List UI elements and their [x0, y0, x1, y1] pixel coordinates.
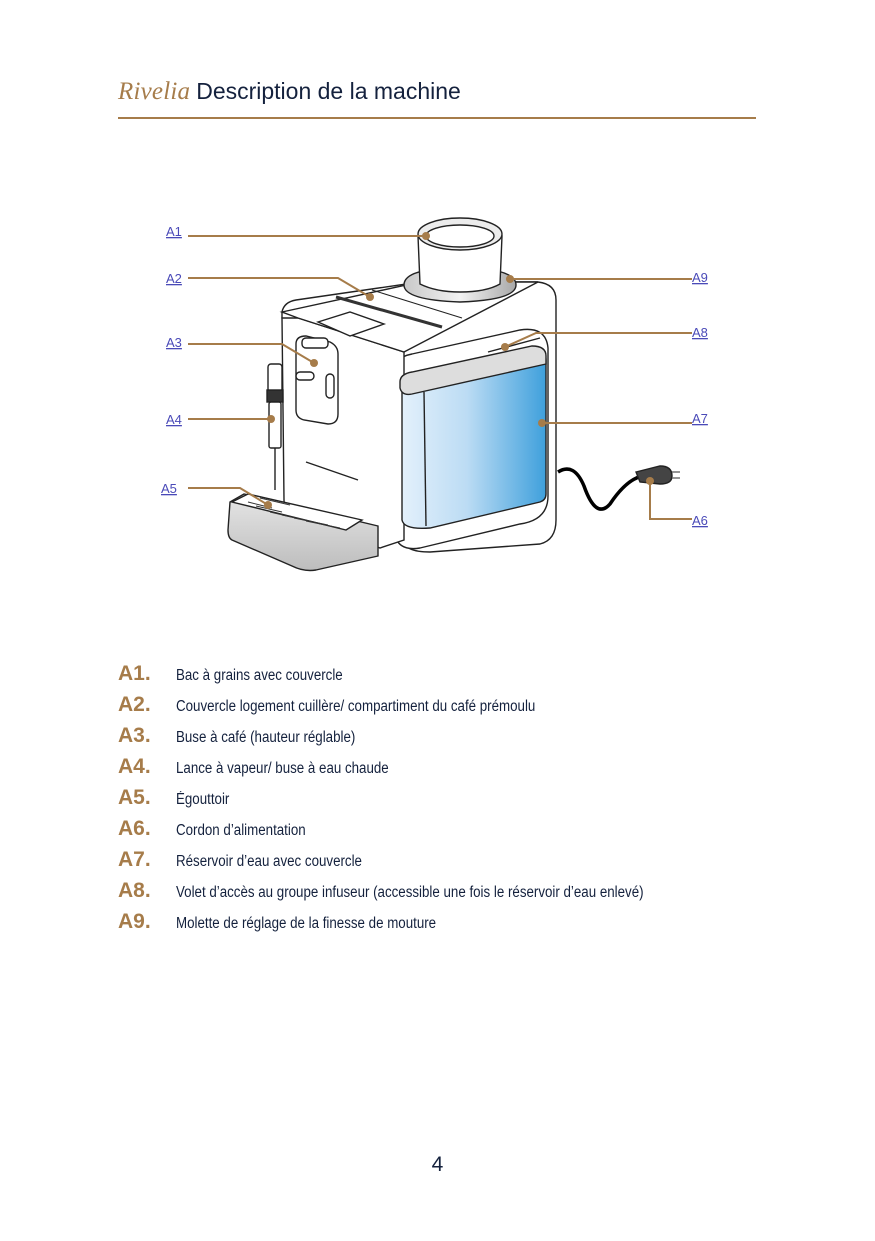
callout-a8[interactable]: A8 [692, 325, 708, 340]
legend-text: Lance à vapeur/ buse à eau chaude [176, 760, 389, 777]
leader-a2 [188, 277, 371, 298]
legend-item: A6. Cordon d’alimentation [118, 817, 758, 848]
callout-a9[interactable]: A9 [692, 270, 708, 285]
callout-a4[interactable]: A4 [166, 412, 182, 427]
legend-item: A3. Buse à café (hauteur réglable) [118, 724, 758, 755]
legend-code: A8. [118, 879, 151, 902]
leader-a5 [188, 487, 269, 506]
callout-a7[interactable]: A7 [692, 411, 708, 426]
dot-a1 [422, 232, 430, 240]
leader-a6 [649, 481, 692, 520]
legend-item: A7. Réservoir d’eau avec couvercle [118, 848, 758, 879]
legend-text: Couvercle logement cuillère/ compartimen… [176, 698, 536, 715]
dot-a4 [267, 415, 275, 423]
dot-a9 [506, 275, 514, 283]
legend-text: Buse à café (hauteur réglable) [176, 729, 356, 746]
legend-code: A7. [118, 848, 151, 871]
legend-item: A2. Couvercle logement cuillère/ compart… [118, 693, 758, 724]
dot-a2 [366, 293, 374, 301]
dot-a8 [501, 343, 509, 351]
legend-text: Volet d’accès au groupe infuseur (access… [176, 884, 644, 901]
callout-a2[interactable]: A2 [166, 271, 182, 286]
legend-code: A9. [118, 910, 151, 933]
leader-a8 [504, 332, 692, 348]
legend-code: A6. [118, 817, 151, 840]
callout-a3[interactable]: A3 [166, 335, 182, 350]
legend-code: A1. [118, 662, 151, 685]
callout-dots [264, 232, 654, 509]
dot-a6 [646, 477, 654, 485]
callout-a6[interactable]: A6 [692, 513, 708, 528]
legend-text: Molette de réglage de la finesse de mout… [176, 915, 437, 932]
legend-text: Cordon d’alimentation [176, 822, 306, 839]
header-divider [118, 117, 756, 119]
legend-code: A5. [118, 786, 151, 809]
legend-item: A5. Égouttoir [118, 786, 758, 817]
legend-item: A1. Bac à grains avec couvercle [118, 662, 758, 693]
legend-item: A9. Molette de réglage de la finesse de … [118, 910, 758, 941]
legend-text: Égouttoir [176, 791, 230, 808]
legend-text: Bac à grains avec couvercle [176, 667, 343, 684]
machine-diagram: A1 A2 A3 A4 A5 A6 A7 A8 A9 [161, 217, 708, 572]
legend-code: A4. [118, 755, 151, 778]
leader-a3 [188, 343, 315, 364]
parts-legend: A1. Bac à grains avec couvercle A2. Couv… [118, 662, 758, 941]
dot-a3 [310, 359, 318, 367]
page-number: 4 [431, 1153, 444, 1176]
brand-name: Rivelia [118, 78, 191, 105]
dot-a7 [538, 419, 546, 427]
callout-leaders [188, 235, 692, 520]
dot-a5 [264, 501, 272, 509]
page-title: Description de la machine [196, 78, 461, 104]
legend-code: A2. [118, 693, 151, 716]
callout-a1[interactable]: A1 [166, 224, 182, 239]
legend-text: Réservoir d’eau avec couvercle [176, 853, 362, 870]
legend-item: A4. Lance à vapeur/ buse à eau chaude [118, 755, 758, 786]
legend-item: A8. Volet d’accès au groupe infuseur (ac… [118, 879, 758, 910]
coffee-machine [227, 217, 680, 572]
legend-code: A3. [118, 724, 151, 747]
callout-a5[interactable]: A5 [161, 481, 177, 496]
